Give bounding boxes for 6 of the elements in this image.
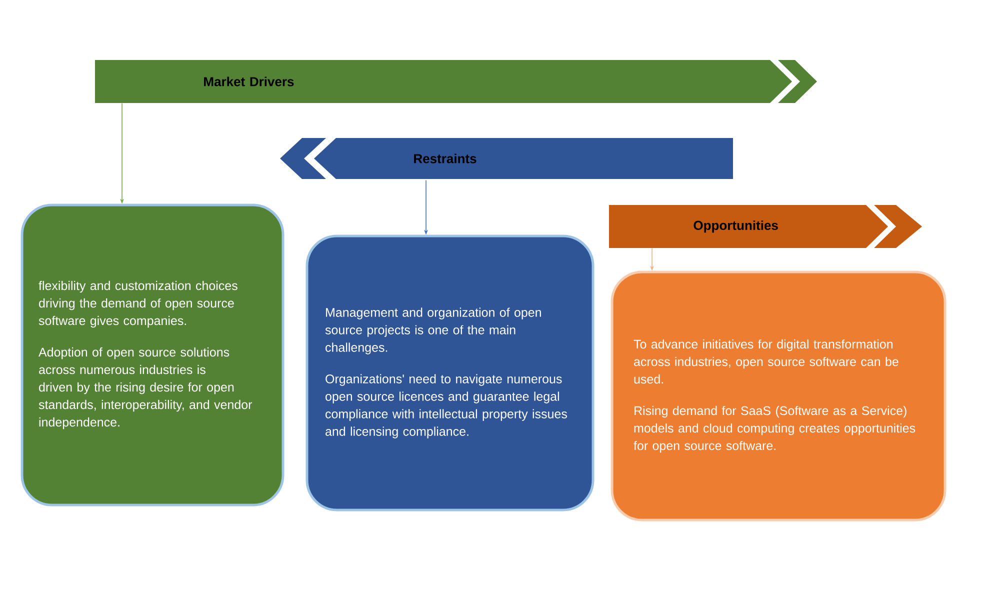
title-banner: Market Drivers xyxy=(95,60,817,103)
text-box: To advance initiatives for digital transformation across industries, open source software can be used. Rising demand for SaaS (Software as a Service) models and cloud computing creates opportunities for open source software. xyxy=(610,270,946,522)
text-box: flexibility and customization choices driving the demand of open source software gives companies. Adoption of open source solutions across numerous industries is driven by the rising desire for open standards, interoperability, and vendor independence. xyxy=(20,204,284,506)
title-banner: Restraints xyxy=(280,138,733,179)
text-box: Management and organization of open source projects is one of the main challenges. Organizations' need to navigate numerous open source licences and guarantee legal compliance with intellectual property issues and licensing compliance. xyxy=(306,234,594,512)
title-banner: Opportunities xyxy=(609,205,922,248)
